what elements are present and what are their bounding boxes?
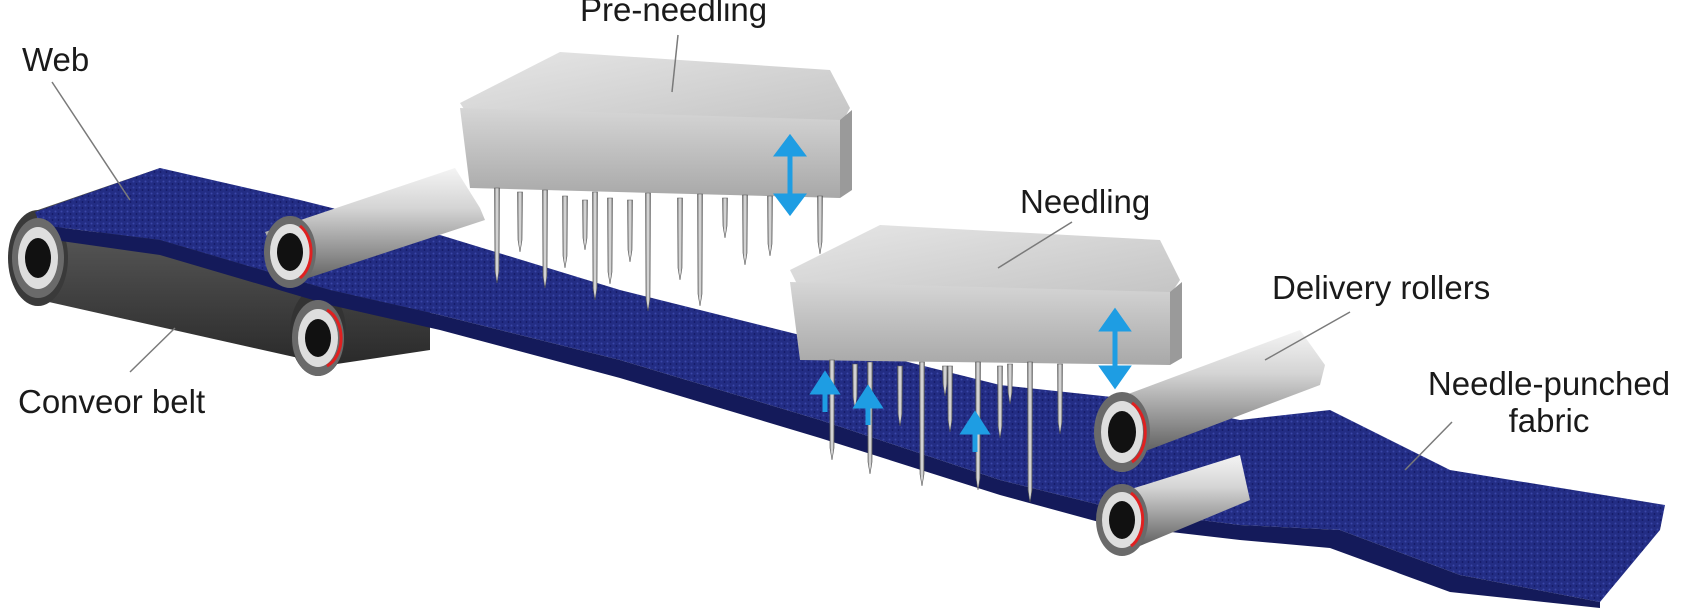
needle	[677, 197, 683, 281]
pre-needling-board	[460, 52, 852, 312]
needle	[767, 195, 773, 257]
needle	[1057, 363, 1063, 435]
needle	[494, 187, 500, 284]
label-needle-punched-fabric: Needle-punched fabric	[1402, 365, 1696, 440]
needle	[627, 199, 633, 263]
needle	[947, 365, 953, 433]
needle	[517, 191, 523, 253]
needle	[919, 361, 925, 487]
leader-lines	[51, 34, 1453, 471]
needle	[697, 193, 703, 307]
belt-rollers	[12, 218, 344, 376]
rotation-mark-icon	[326, 308, 343, 368]
delivery-rollers	[1094, 330, 1325, 556]
needle	[1027, 361, 1033, 503]
label-fabric-line1: Needle-punched	[1427, 365, 1671, 402]
needle	[829, 359, 835, 461]
rotation-mark-icon	[1131, 401, 1147, 464]
label-needling: Needling	[1020, 183, 1151, 220]
rotation-mark-icon	[299, 224, 313, 280]
needle	[942, 365, 948, 397]
needle	[817, 195, 823, 255]
pre-needling-needles	[494, 187, 823, 312]
needle	[542, 189, 548, 289]
label-pre-needling: Pre-needling	[580, 0, 768, 28]
needle	[592, 191, 598, 301]
fabric-web	[35, 168, 1665, 608]
double-arrow-icon	[1098, 307, 1132, 390]
feed-roller	[264, 168, 485, 288]
needle	[1007, 363, 1013, 405]
label-delivery-rollers: Delivery rollers	[1272, 269, 1491, 306]
needle	[607, 197, 613, 285]
needle	[645, 192, 651, 312]
needling-board	[790, 225, 1182, 503]
label-web: Web	[22, 41, 90, 78]
needle	[897, 365, 903, 427]
needle	[562, 195, 568, 269]
needle	[582, 199, 588, 251]
label-fabric-line2: fabric	[1508, 401, 1590, 439]
label-conveyor-belt: Conveor belt	[18, 383, 206, 420]
up-arrow-icon	[809, 370, 991, 452]
needle	[742, 194, 748, 266]
needle	[997, 365, 1003, 439]
needle	[722, 197, 728, 239]
rotation-mark-icon	[1130, 491, 1145, 548]
double-arrow-icon	[773, 133, 807, 217]
